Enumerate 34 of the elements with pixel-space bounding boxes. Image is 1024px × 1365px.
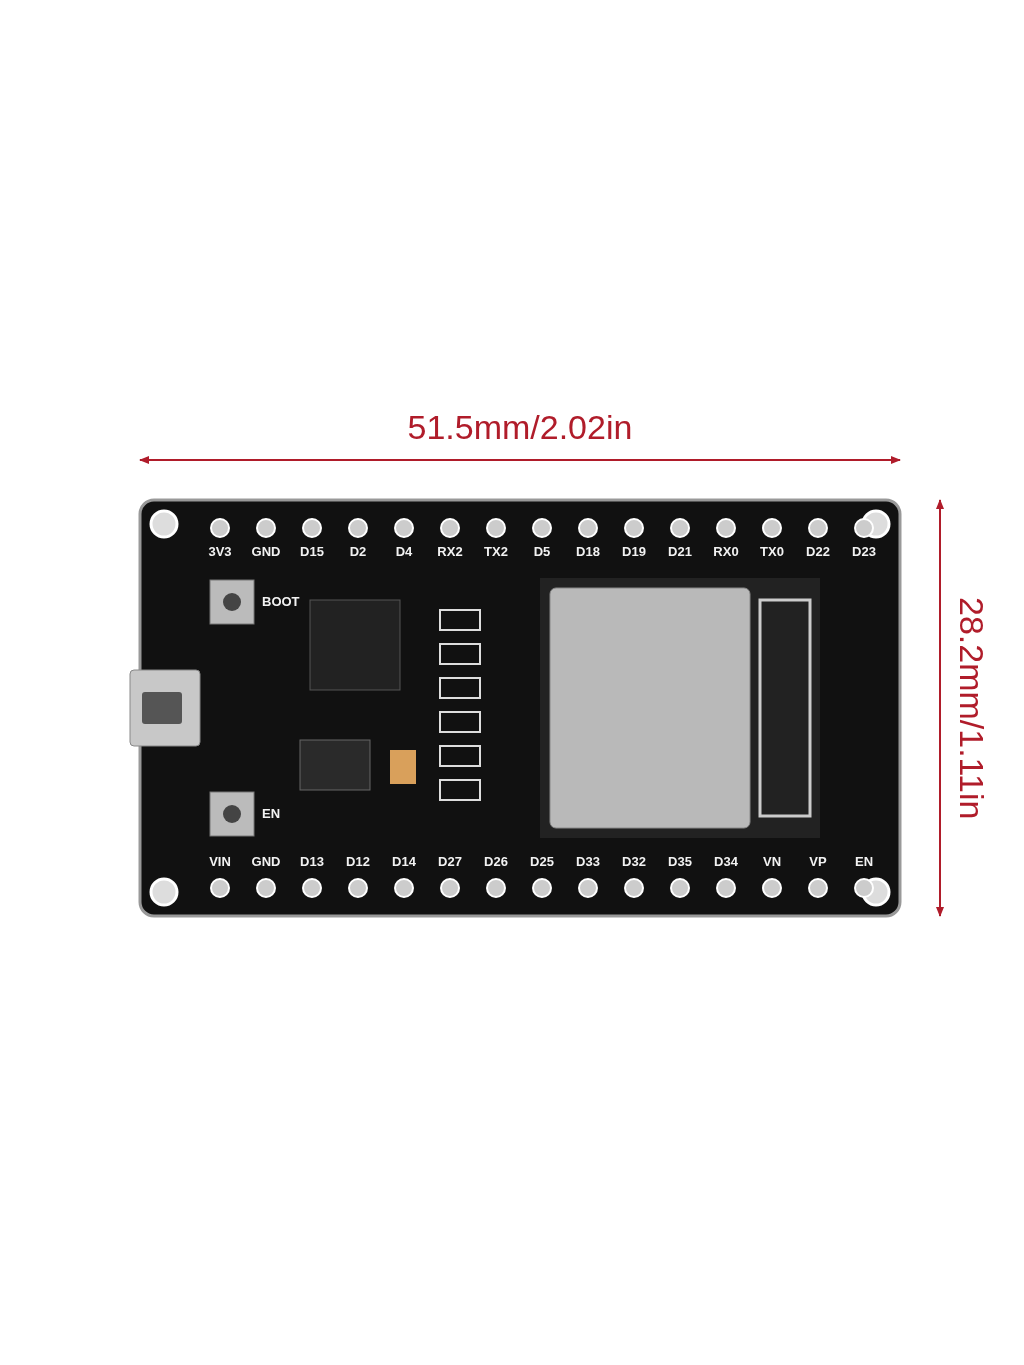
pin-label: D35 <box>667 854 693 869</box>
pin-label: TX2 <box>483 544 509 559</box>
pin-label: VIN <box>208 854 232 869</box>
button-label: BOOT <box>262 594 300 609</box>
pin-label: 3V3 <box>207 544 233 559</box>
pin-label: D5 <box>532 544 552 559</box>
pin-label: TX0 <box>759 544 785 559</box>
pin-label: RX2 <box>436 544 464 559</box>
pin-label: D4 <box>394 544 414 559</box>
pin-label: D12 <box>345 854 371 869</box>
pin-label: D18 <box>575 544 601 559</box>
pin-label: RX0 <box>712 544 740 559</box>
pin-label: D22 <box>805 544 831 559</box>
pin-label: D34 <box>713 854 739 869</box>
pin-label: D32 <box>621 854 647 869</box>
pin-label: D15 <box>299 544 325 559</box>
pin-label: D2 <box>348 544 368 559</box>
pin-label: VP <box>808 854 828 869</box>
pin-label: D33 <box>575 854 601 869</box>
pin-label: D21 <box>667 544 693 559</box>
pin-label: D14 <box>391 854 417 869</box>
pin-label: D13 <box>299 854 325 869</box>
pin-label: VN <box>761 854 783 869</box>
dimension-label: 28.2mm/1.11in <box>952 597 991 820</box>
pin-label: D23 <box>851 544 877 559</box>
pin-label: D25 <box>529 854 555 869</box>
pin-label: GND <box>250 544 282 559</box>
pin-label: D26 <box>483 854 509 869</box>
pin-label: EN <box>853 854 875 869</box>
button-label: EN <box>262 806 281 821</box>
dimension-label: 51.5mm/2.02in <box>407 408 633 447</box>
pin-label: D19 <box>621 544 647 559</box>
pin-label: D27 <box>437 854 463 869</box>
pin-label: GND <box>250 854 282 869</box>
